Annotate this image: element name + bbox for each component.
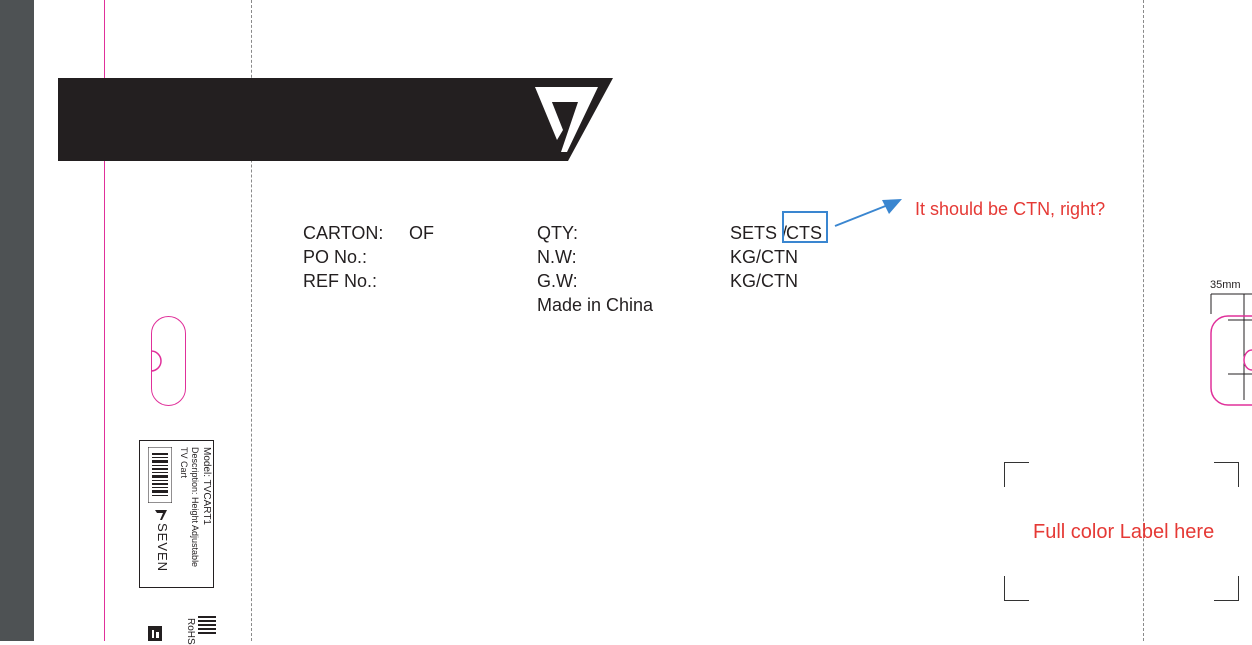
gw-unit-label: KG/CTN [730, 271, 799, 291]
gross-weight-label: G.W: [537, 271, 578, 291]
of-label: OF [409, 223, 434, 243]
crop-mark-bottom-right [1214, 576, 1239, 601]
cts-highlight-box[interactable] [782, 211, 828, 243]
side-label-description-2: TV Cart [179, 447, 189, 479]
side-product-label: Model: TVCART1 Description: Height Adjus… [139, 440, 214, 588]
crop-mark-top-left [1004, 462, 1029, 487]
side-label-description: Description: Height Adjustable [190, 447, 200, 568]
v7-logo-icon [535, 87, 598, 152]
slot-notch-icon [150, 350, 162, 372]
cts-unit-label: CTS [786, 223, 822, 243]
panel-divider-left [251, 0, 252, 641]
nw-unit-label: KG/CTN [730, 247, 799, 267]
qty-label: QTY: [537, 223, 579, 243]
header-band [58, 78, 613, 161]
canvas-gutter [0, 0, 34, 641]
made-in-label: Made in China [537, 295, 654, 315]
bottom-partial-label [148, 616, 216, 641]
label-placeholder-text[interactable]: Full color Label here [1033, 521, 1215, 543]
barcode-icon [148, 447, 172, 503]
net-weight-label: N.W: [537, 247, 577, 267]
review-comment[interactable]: It should be CTN, right? [915, 199, 1106, 219]
die-line-fold [104, 0, 105, 641]
crop-mark-top-right [1214, 462, 1239, 487]
side-label-brand: SEVEN [155, 523, 170, 573]
right-slot-with-dimension [1210, 293, 1252, 406]
crop-mark-bottom-left [1004, 576, 1029, 601]
arrow-right-up-icon [834, 199, 902, 227]
carton-label: CARTON: [303, 223, 384, 243]
po-number-label: PO No.: [303, 247, 368, 267]
panel-divider-right [1143, 0, 1144, 641]
ref-number-label: REF No.: [303, 271, 378, 291]
dimension-label: 35mm [1210, 279, 1241, 291]
handle-slot-left [151, 316, 186, 406]
sets-unit-label: SETS / [730, 223, 788, 243]
side-label-model: Model: TVCART1 [201, 447, 212, 525]
v7-small-logo-icon [155, 510, 167, 520]
